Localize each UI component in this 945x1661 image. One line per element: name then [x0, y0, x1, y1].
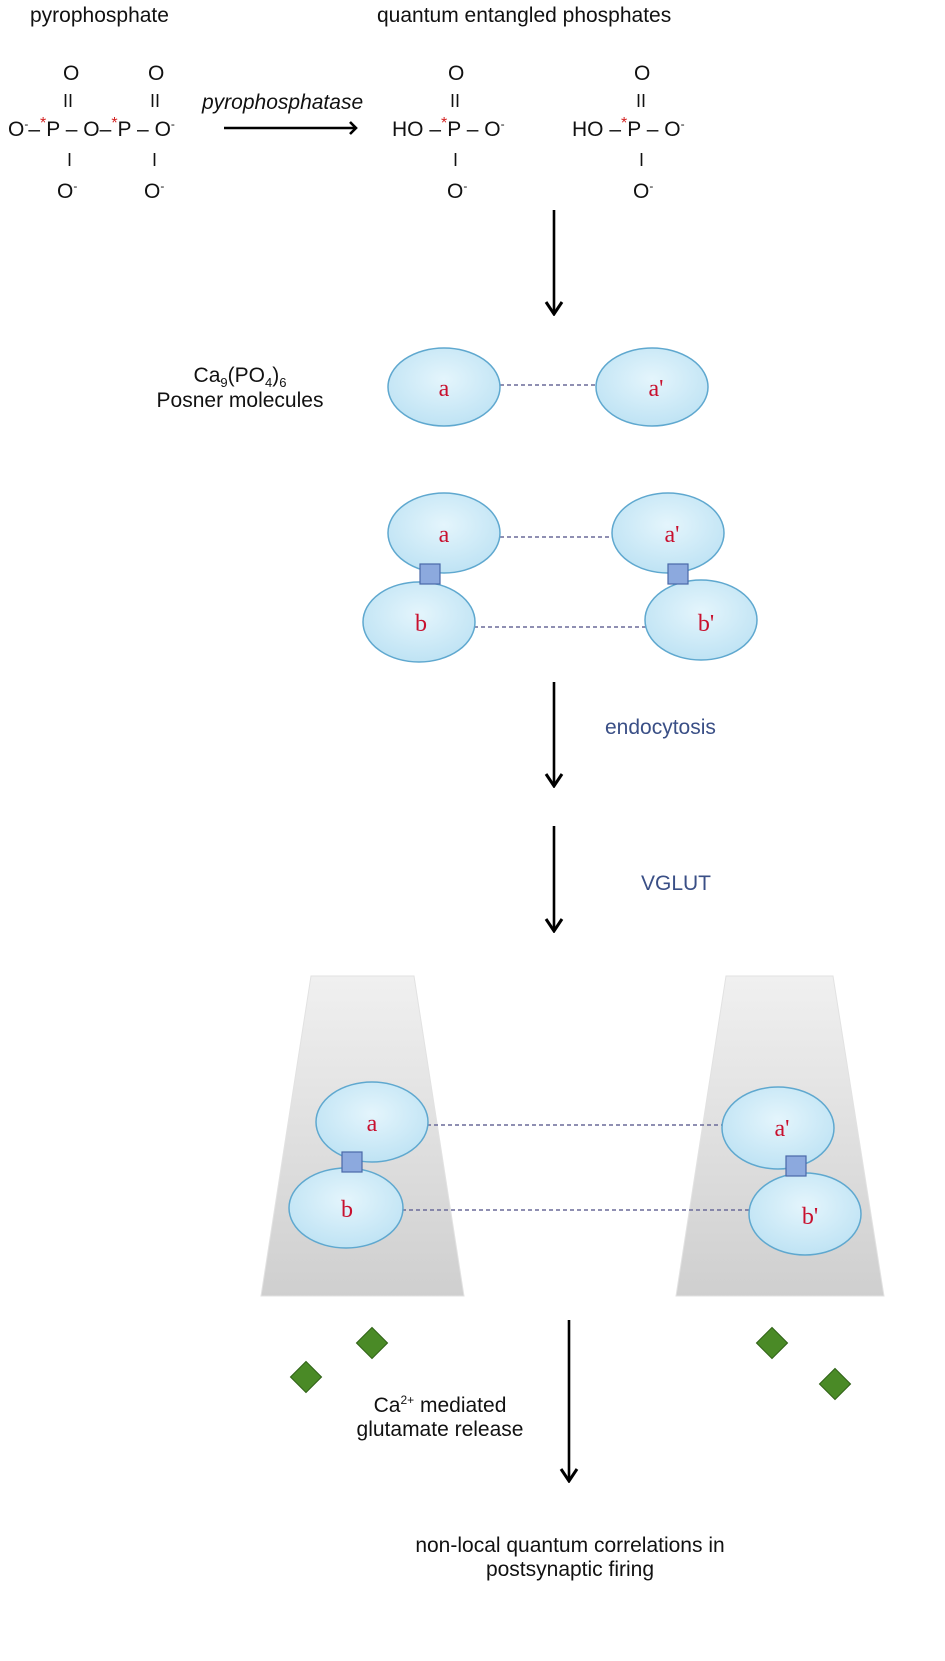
phos1-main-chain: HO –*P – O-	[392, 115, 505, 141]
pyro-main-chain: O-–*P – O–*P – O-	[8, 115, 175, 141]
vesicle-label-b: b	[341, 1197, 353, 1223]
glutamate-diamond-4	[818, 1367, 852, 1401]
phos2-single-bond: I	[639, 150, 645, 170]
vesicle-binding-square-right	[785, 1155, 807, 1177]
pyrophosphate-header: pyrophosphate	[30, 4, 169, 27]
binding-square-left	[419, 563, 441, 585]
label-a-2: a	[439, 522, 450, 548]
glutamate-diamonds	[289, 1326, 852, 1401]
pyro-o-bottom-2: O-	[144, 179, 165, 203]
vesicle-label-b-prime: b'	[802, 1204, 818, 1230]
phos2-main-chain: HO –*P – O-	[572, 115, 685, 141]
endocytosis-label: endocytosis	[605, 716, 716, 739]
pyro-o-bottom-1: O-	[57, 179, 78, 203]
posner-b-prime	[644, 579, 758, 661]
phos2-o-bottom: O-	[633, 179, 654, 203]
glutamate-diamond-3	[755, 1326, 789, 1360]
vesicle-posner-a-prime	[721, 1086, 835, 1170]
entangled-phosphates-header: quantum entangled phosphates	[377, 4, 672, 27]
posner-a-bound	[387, 492, 501, 574]
posner-formula: Ca9(PO4)6	[193, 364, 287, 391]
label-a: a	[439, 376, 450, 402]
vesicle-label-a: a	[367, 1111, 378, 1137]
pyrophosphatase-label: pyrophosphatase	[202, 91, 364, 114]
vesicle-posner-pairs: a b a' b'	[288, 1081, 862, 1256]
phos1-double-bond: II	[450, 91, 461, 111]
vesicle-label-a-prime: a'	[775, 1116, 790, 1142]
pyro-single-bond-2: I	[152, 150, 158, 170]
glutamate-release-label: Ca2+ mediated glutamate release	[356, 1393, 524, 1441]
pyro-double-bond-1: II	[63, 91, 74, 111]
glutamate-diamond-2	[289, 1360, 323, 1394]
phos1-o-top: O	[448, 62, 465, 85]
pyro-o-top-2: O	[148, 62, 165, 85]
posner-molecules-label: Posner molecules	[156, 389, 324, 412]
label-b-prime: b'	[698, 611, 714, 637]
phos1-single-bond: I	[453, 150, 459, 170]
glutamate-diamond-1	[355, 1326, 389, 1360]
posner-bound-pairs: a a' b b'	[362, 492, 758, 663]
phos2-o-top: O	[634, 62, 651, 85]
vesicle-posner-a	[315, 1081, 429, 1163]
phos1-o-bottom: O-	[447, 179, 468, 203]
vesicle-binding-square-left	[341, 1151, 363, 1173]
posner-a-prime	[595, 347, 709, 427]
label-a-prime-2: a'	[665, 522, 680, 548]
label-a-prime: a'	[649, 376, 664, 402]
pyro-double-bond-2: II	[150, 91, 161, 111]
phos2-double-bond: II	[636, 91, 647, 111]
label-b: b	[415, 611, 427, 637]
pyro-single-bond-1: I	[67, 150, 73, 170]
conclusion-label: non-local quantum correlations in postsy…	[415, 1534, 725, 1581]
binding-square-right	[667, 563, 689, 585]
posner-b	[362, 581, 476, 663]
posner-pair-row1: a a'	[387, 347, 709, 427]
vglut-label: VGLUT	[641, 872, 712, 895]
posner-a	[387, 347, 501, 427]
pyro-o-top-1: O	[63, 62, 80, 85]
